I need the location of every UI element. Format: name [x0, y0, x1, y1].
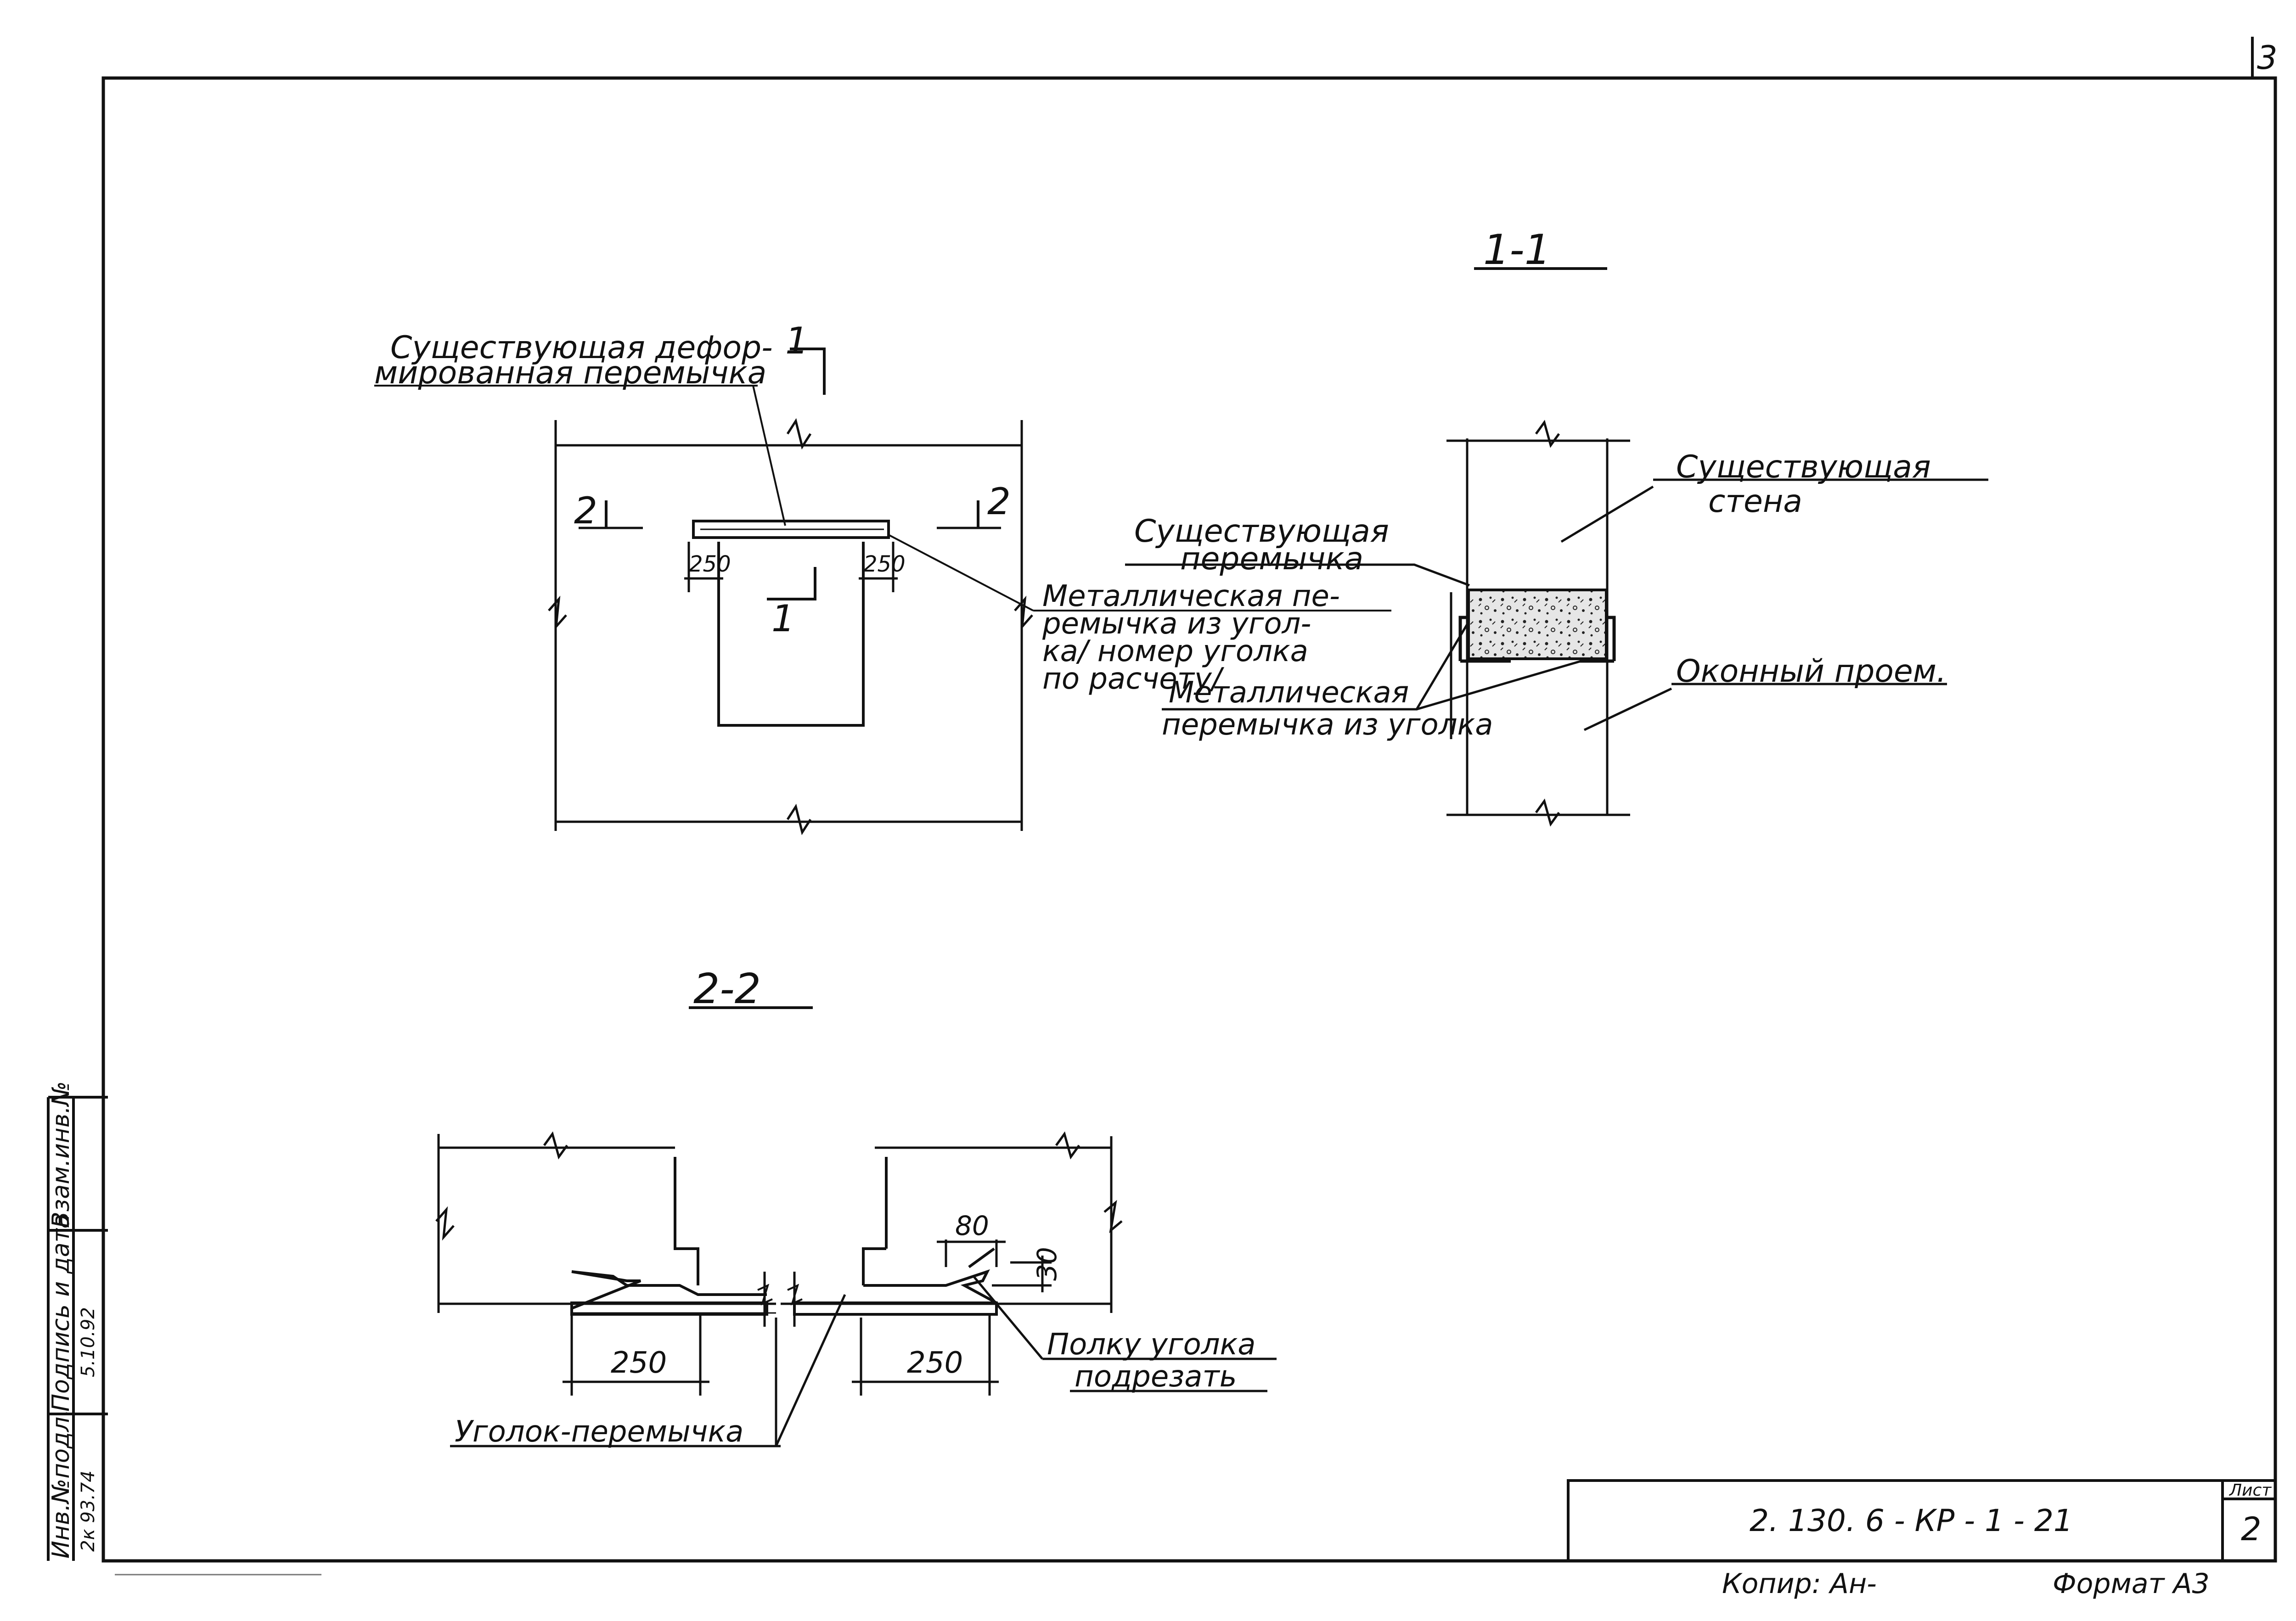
- section-marker-1-top: 1: [785, 320, 809, 362]
- section-marker-1-bottom: 1: [771, 597, 795, 640]
- label-metal-lintel-line1: Металлическая: [1169, 676, 1409, 710]
- drawing-code: 2. 130. 6 - КР - 1 - 21: [1750, 1503, 2073, 1538]
- section-1-1: [1125, 267, 1988, 827]
- section-2-2-dim-80: 80: [955, 1210, 989, 1241]
- label-angle-lintel: Уголок-перемычка: [455, 1415, 743, 1449]
- section-1-1-title: 1-1: [1483, 226, 1551, 274]
- section-2-2-title: 2-2: [693, 965, 761, 1013]
- sheet-corner-box: 3: [2251, 37, 2278, 78]
- label-wall-line1: Существующая: [1676, 449, 1931, 485]
- label-metal-lintel-line2: перемычка из уголка: [1162, 708, 1493, 742]
- section-marker-2-left: 2: [574, 489, 597, 532]
- label-flange-line2: подрезать: [1075, 1360, 1237, 1394]
- sheet-label: Лист: [2228, 1481, 2272, 1500]
- label-deformed-line2: мированная перемычка: [374, 355, 766, 391]
- section-2-2-dim-right: 250: [907, 1346, 963, 1380]
- section-marker-2-right: 2: [987, 480, 1011, 523]
- section-2-2: [435, 1006, 1277, 1447]
- stamp-sign-header: Подпись и дата: [47, 1214, 75, 1412]
- section-2-2-labels: 2-2 250 250 80 30 Полку уголка подрезать…: [455, 965, 1256, 1449]
- copied-by: Копир: Ан-: [1722, 1568, 1877, 1600]
- label-metal-line4: по расчету/: [1042, 662, 1225, 696]
- title-block-labels: 2. 130. 6 - КР - 1 - 21 Лист 2 Копир: Ан…: [1722, 1481, 2272, 1600]
- sheet-number: 2: [2241, 1510, 2262, 1548]
- side-stamp: [47, 1096, 108, 1561]
- sheet-frame: [101, 76, 2277, 1563]
- elevation-view: [374, 348, 1391, 836]
- stamp-replace-header: Взам.инв.№: [47, 1081, 75, 1228]
- elevation-labels: Существующая дефор- мированная перемычка…: [374, 320, 1340, 696]
- stamp-inv-value: 2к 93.74: [78, 1470, 99, 1552]
- label-opening: Оконный проем.: [1676, 653, 1947, 690]
- sheet-corner-number: 3: [2257, 39, 2278, 77]
- label-metal-line3: ка/ номер уголка: [1042, 634, 1308, 668]
- section-2-2-dim-30: 30: [1031, 1247, 1063, 1281]
- label-deformed-line1: Существующая дефор-: [390, 330, 773, 366]
- elevation-dim-left: 250: [689, 551, 731, 577]
- label-lintel-line2: перемычка: [1180, 541, 1363, 577]
- title-block: [1567, 1479, 2275, 1561]
- section-2-2-dim-left: 250: [611, 1346, 667, 1380]
- section-1-1-labels: 1-1 Существующая стена Существующая пере…: [1134, 226, 1947, 742]
- label-lintel-line1: Существующая: [1134, 513, 1389, 550]
- label-wall-line2: стена: [1708, 483, 1802, 520]
- elevation-dim-right: 250: [863, 551, 906, 577]
- paper-format: Формат А3: [2053, 1568, 2210, 1600]
- stamp-inv-header: Инв.№подл.: [47, 1409, 75, 1559]
- label-metal-line1: Металлическая пе-: [1042, 579, 1340, 613]
- label-metal-line2: ремычка из угол-: [1042, 607, 1311, 641]
- side-stamp-labels: Инв.№подл. Подпись и дата Взам.инв.№ 2к …: [47, 1081, 99, 1559]
- stamp-sign-value: 5.10.92: [78, 1307, 99, 1377]
- label-flange-line1: Полку уголка: [1047, 1328, 1256, 1362]
